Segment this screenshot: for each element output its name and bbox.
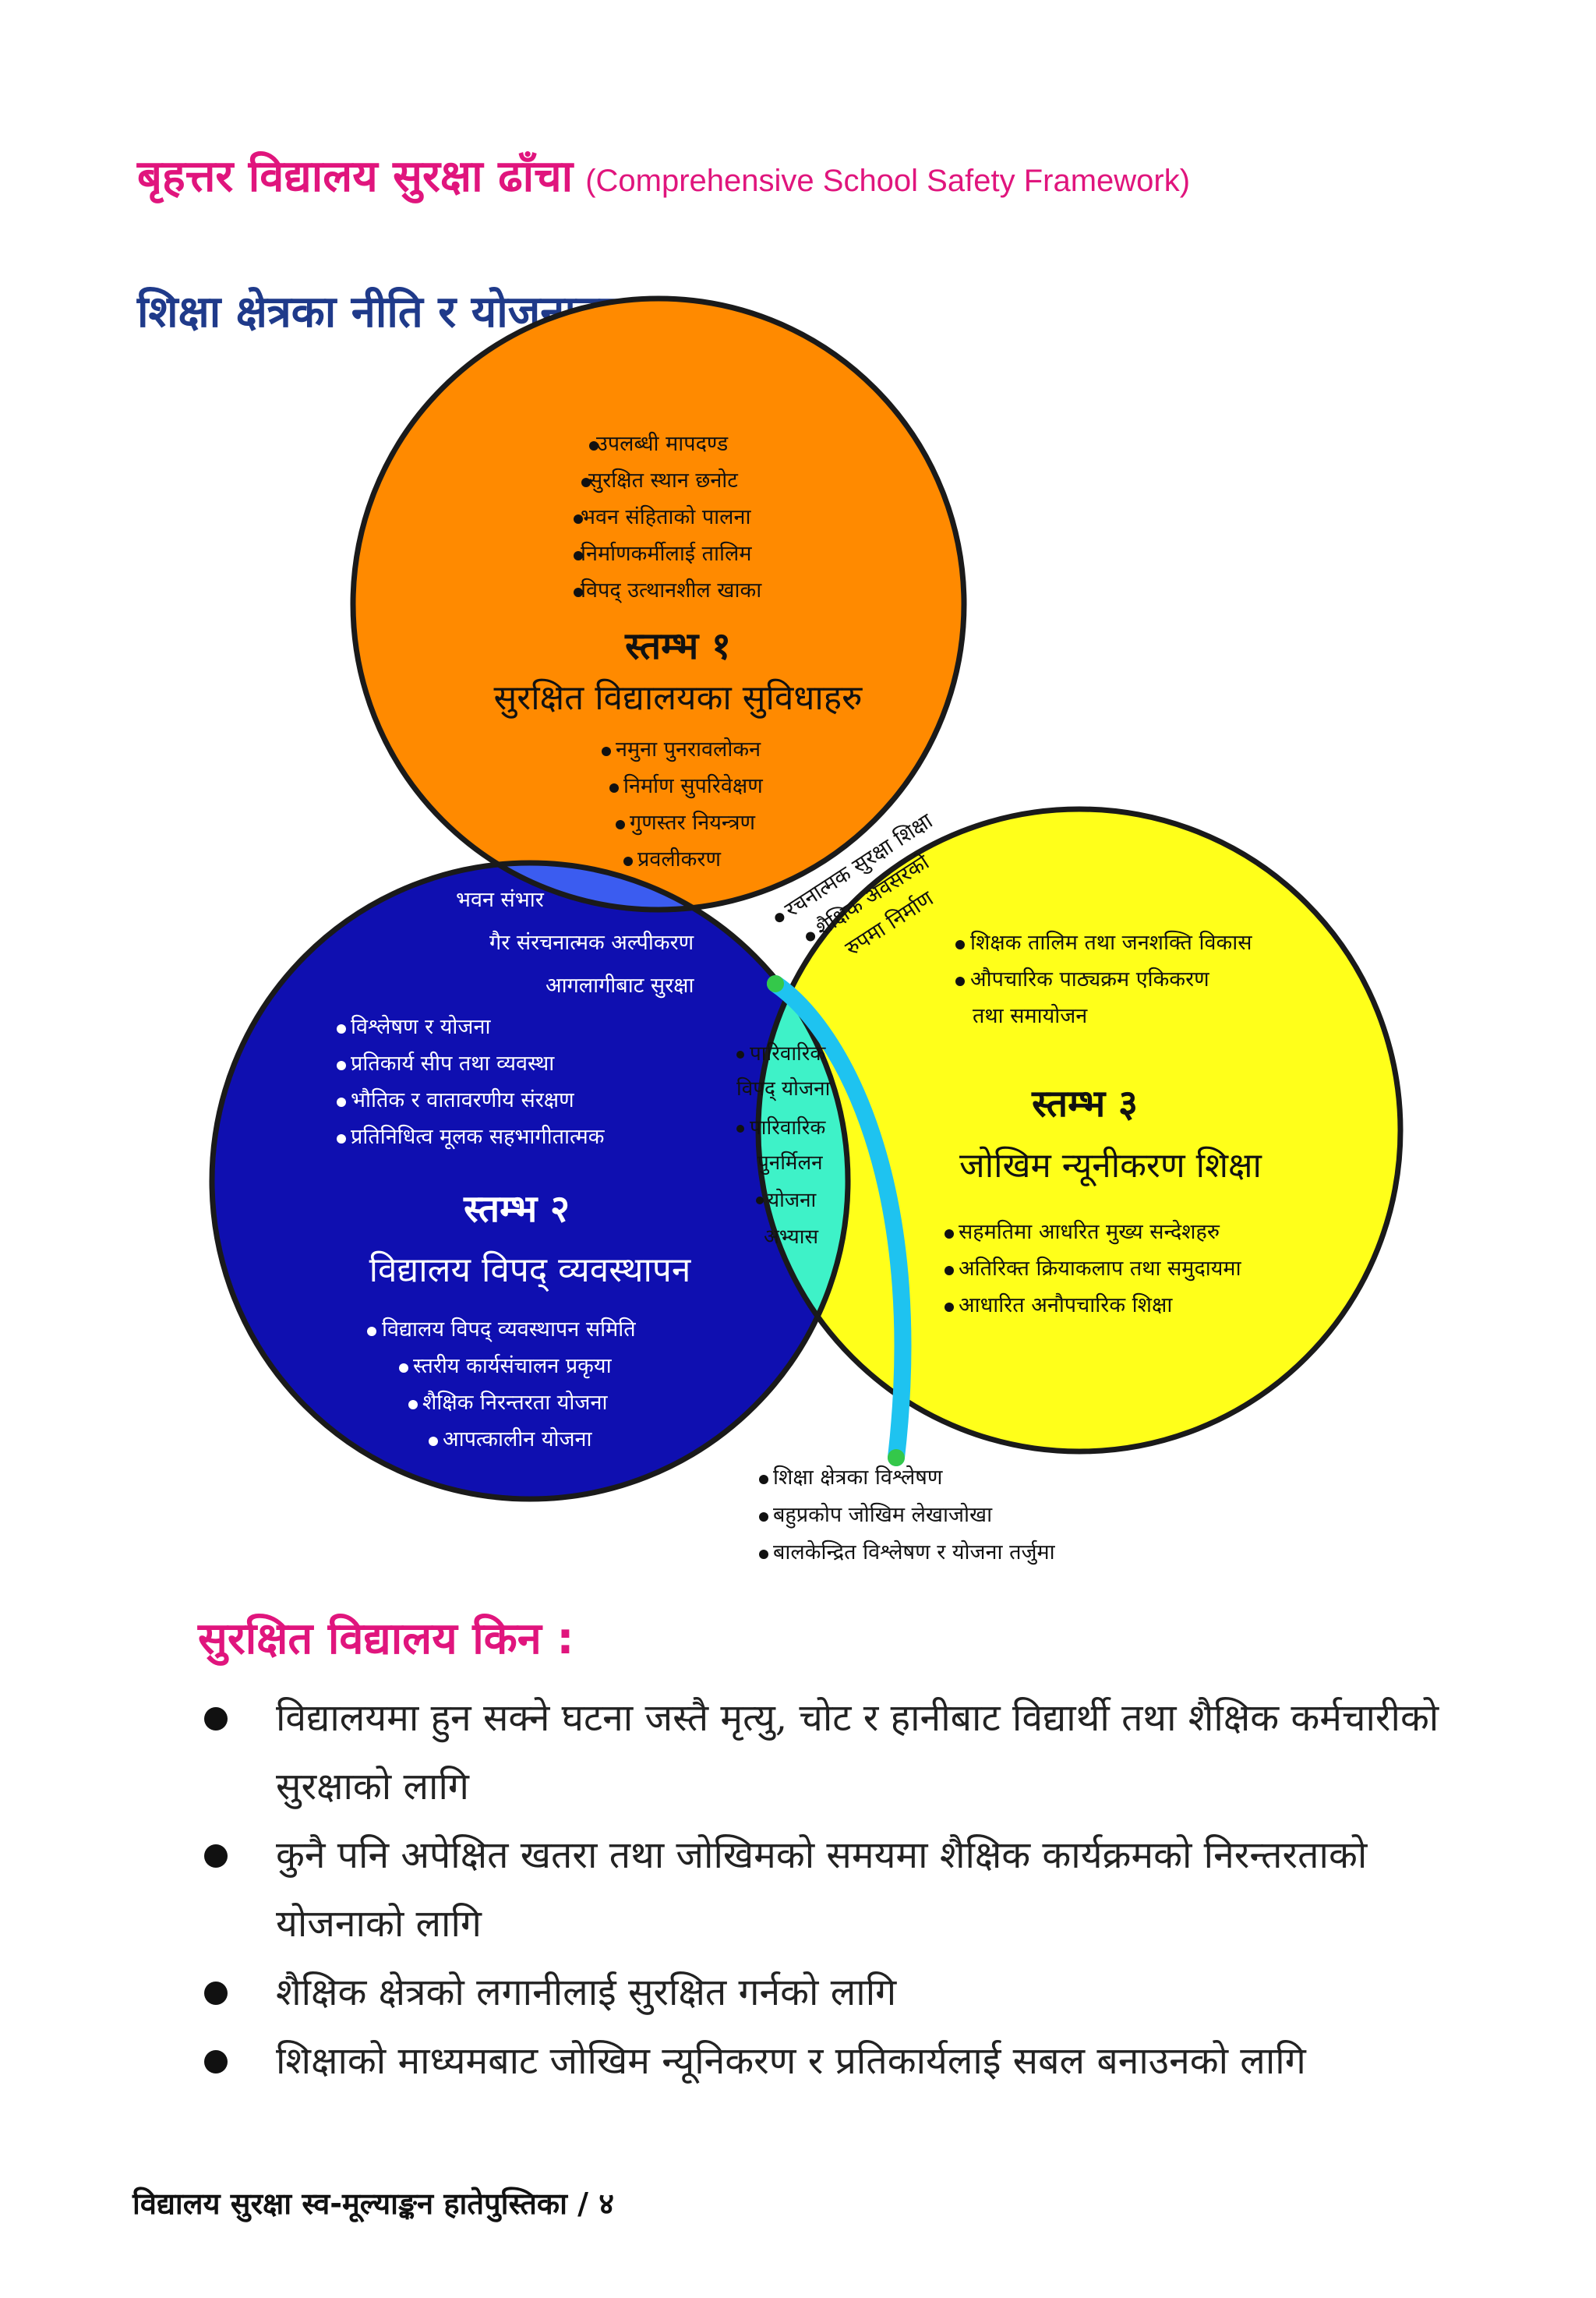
center-item: बालकेन्द्रित विश्लेषण र योजना तर्जुमा [773, 1540, 1056, 1565]
p2-bottom-item: विद्यालय विपद् व्यवस्थापन समिति [382, 1317, 636, 1342]
p2-top-item: भौतिक र वातावरणीय संरक्षण [351, 1087, 574, 1112]
center-connector [767, 975, 912, 1466]
list-item: शैक्षिक क्षेत्रको लगानीलाई सुरक्षित गर्न… [195, 1958, 1473, 2027]
connector-dot-bottom [888, 1449, 905, 1466]
title-english: (Comprehensive School Safety Framework) [585, 164, 1191, 198]
o23-item: पारिवारिक [750, 1115, 826, 1140]
o12-item: भवन संभार [456, 888, 545, 912]
o23-item: अभ्यास [764, 1225, 818, 1249]
o23-item: पुनर्मिलन [757, 1151, 823, 1175]
why-heading: सुरक्षित विद्यालय किन : [198, 1614, 574, 1664]
venn-diagram: उपलब्धी मापदण्ड सुरक्षित स्थान छनोट भवन … [209, 295, 1404, 1565]
p1-top-item: विपद् उत्थानशील खाका [581, 578, 762, 603]
p3-top-item: शिक्षक तालिम तथा जनशक्ति विकास [970, 930, 1252, 955]
p2-bottom-item: स्तरीय कार्यसंचालन प्रकृया [413, 1353, 613, 1379]
p3-top-item: तथा समायोजन [973, 1003, 1088, 1028]
connector-dot-top [767, 975, 784, 992]
p1-bottom-item: प्रवलीकरण [637, 847, 721, 871]
o23-item: विपद् योजना [736, 1077, 832, 1101]
list-item: विद्यालयमा हुन सक्ने घटना जस्तै मृत्यु, … [195, 1684, 1473, 1821]
o23-item: पारिवारिक [750, 1041, 826, 1066]
p1-top-item: भवन संहिताको पालना [581, 504, 751, 529]
pillar1-circle [353, 299, 964, 910]
bullet-icon [204, 1844, 228, 1868]
p2-top-item: प्रतिकार्य सीप तथा व्यवस्था [351, 1051, 555, 1076]
center-item: बहुप्रकोप जोखिम लेखाजोखा [773, 1502, 993, 1529]
why-list: विद्यालयमा हुन सक्ने घटना जस्तै मृत्यु, … [195, 1684, 1473, 2095]
page-footer: विद्यालय सुरक्षा स्व-मूल्याङ्कन हातेपुस्… [132, 2187, 615, 2221]
bullet-icon [204, 1982, 228, 2005]
title-nepali: बृहत्तर विद्यालय सुरक्षा ढाँचा [137, 151, 574, 202]
p3-top-item: औपचारिक पाठ्यक्रम एकिकरण [970, 967, 1209, 992]
p3-bottom-item: सहमतिमा आधरित मुख्य सन्देशहरु [959, 1219, 1220, 1245]
bullet-icon [204, 2050, 228, 2074]
pillar1-label: स्तम्भ १ [624, 624, 731, 668]
p2-top-item: प्रतिनिधित्व मूलक सहभागीतात्मक [351, 1124, 606, 1150]
p3-bottom-item: अतिरिक्त क्रियाकलाप तथा समुदायमा [959, 1256, 1242, 1282]
page-title: बृहत्तर विद्यालय सुरक्षा ढाँचा (Comprehen… [137, 145, 1190, 204]
list-item: कुनै पनि अपेक्षित खतरा तथा जोखिमको समयमा… [195, 1821, 1473, 1958]
p1-top-item: सुरक्षित स्थान छनोट [588, 468, 738, 493]
pillar3-name: जोखिम न्यूनीकरण शिक्षा [959, 1146, 1262, 1187]
pillar3-circle [758, 809, 1400, 1451]
o12-item: आगलागीबाट सुरक्षा [546, 973, 695, 999]
o12-item: गैर संरचनात्मक अल्पीकरण [489, 930, 694, 955]
o23-item: योजना [768, 1188, 817, 1212]
pillar2-label: स्तम्भ २ [463, 1187, 570, 1231]
pillar1-name: सुरक्षित विद्यालयका सुविधाहरु [494, 678, 863, 719]
p3-bottom-item: आधारित अनौपचारिक शिक्षा [959, 1292, 1173, 1317]
pillar2-circle [212, 863, 848, 1499]
p1-top-item: निर्माणकर्मीलाई तालिम [581, 541, 752, 566]
p1-top-item: उपलब्धी मापदण्ड [596, 431, 729, 456]
p1-bottom-item: निर्माण सुपरिवेक्षण [623, 773, 763, 799]
bullet-icon [204, 1707, 228, 1731]
p2-bottom-item: आपत्कालीन योजना [443, 1427, 592, 1451]
p2-bottom-item: शैक्षिक निरन्तरता योजना [422, 1390, 608, 1415]
pillar3-label: स्तम्भ ३ [1031, 1082, 1138, 1126]
p1-bottom-item: नमुना पुनरावलोकन [616, 737, 761, 762]
list-item: शिक्षाको माध्यमबाट जोखिम न्यूनिकरण र प्र… [195, 2027, 1473, 2095]
p1-bottom-item: गुणस्तर नियन्त्रण [630, 810, 756, 836]
pillar2-name: विद्यालय विपद् व्यवस्थापन [369, 1250, 692, 1292]
center-item: शिक्षा क्षेत्रका विश्लेषण [773, 1465, 943, 1490]
p2-top-item: विश्लेषण र योजना [351, 1014, 491, 1039]
